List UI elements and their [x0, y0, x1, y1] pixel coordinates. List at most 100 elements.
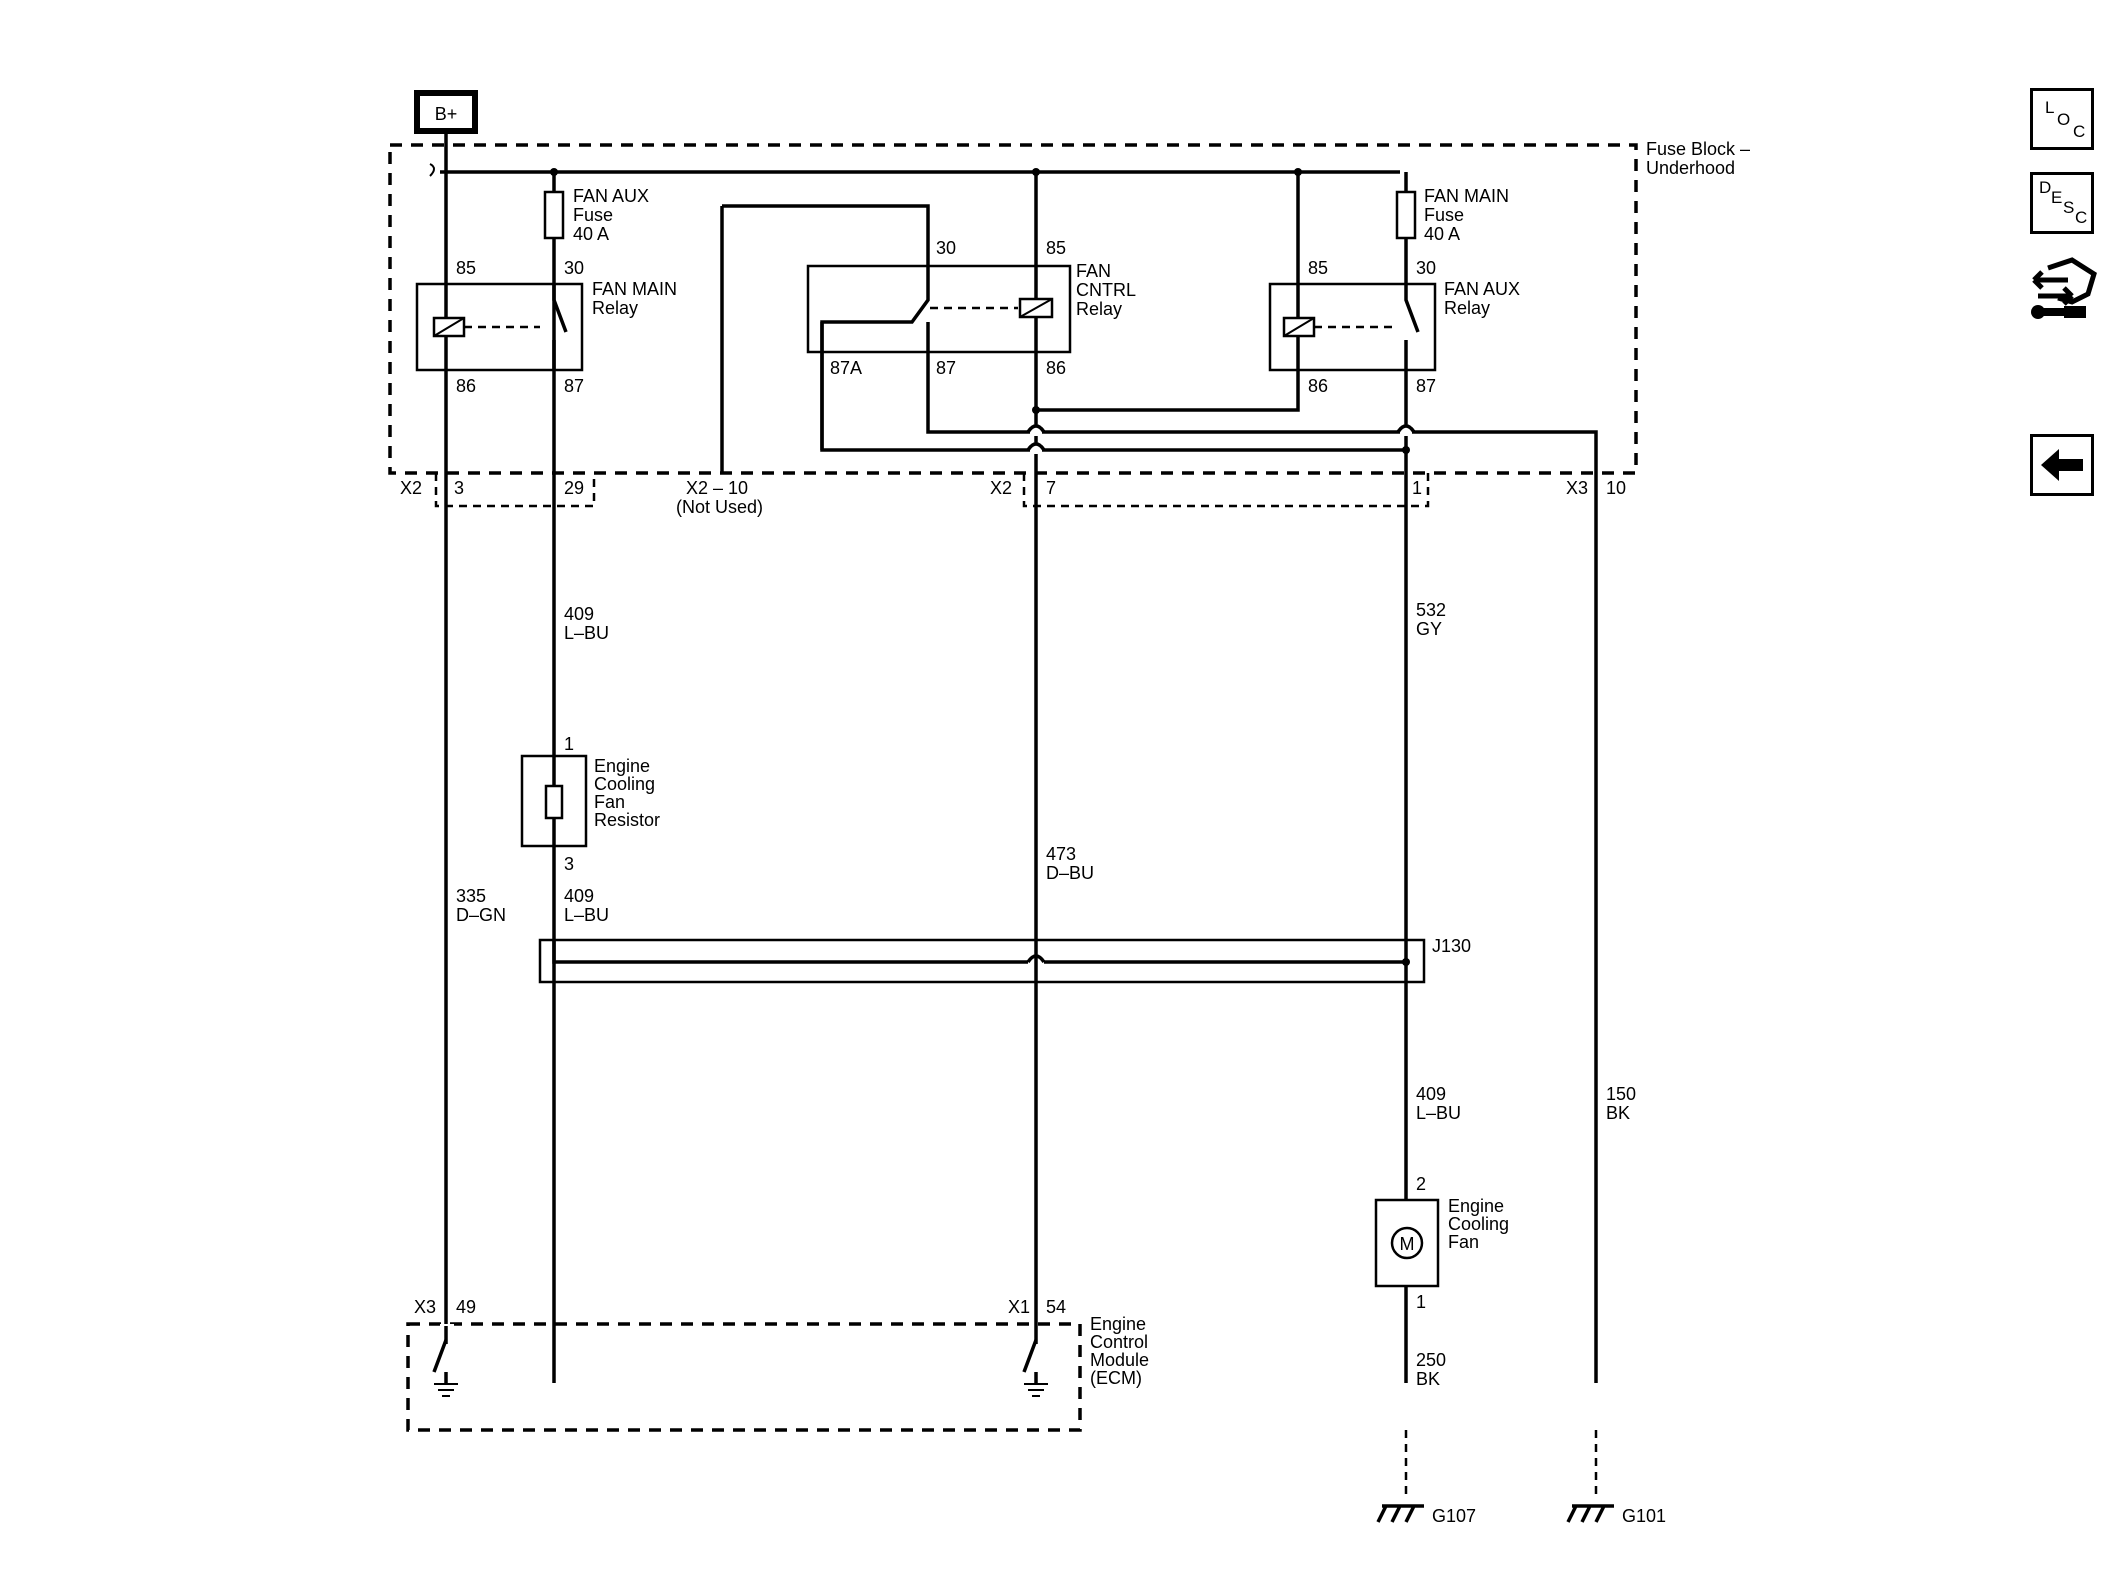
fan-main-relay-label-2: Relay — [592, 298, 638, 318]
ecm-label-2: Control — [1090, 1332, 1148, 1352]
ecm-label-3: Module — [1090, 1350, 1149, 1370]
wire-409-color: L–BU — [564, 623, 609, 643]
fan-cntrl-relay-pin87a: 87A — [830, 358, 862, 378]
ecm-label-4: (ECM) — [1090, 1368, 1142, 1388]
fan-aux-relay-pin87: 87 — [1416, 376, 1436, 396]
wire-409b-color: L–BU — [564, 905, 609, 925]
desc-letter-s: S — [2063, 198, 2075, 217]
fan-aux-relay — [1268, 282, 1437, 372]
fan-cntrl-relay-label: FAN — [1076, 261, 1111, 281]
fuse-block-outline — [388, 143, 1638, 475]
fan-aux-relay-pin85: 85 — [1308, 258, 1328, 278]
wire-532-color: GY — [1416, 619, 1442, 639]
resistor-label-3: Fan — [594, 792, 625, 812]
fan-motor-label: Engine — [1448, 1196, 1504, 1216]
desc-letter-e: E — [2051, 188, 2063, 207]
connector-x2-pin7: 7 — [1046, 478, 1056, 498]
arrow-left-icon — [2041, 449, 2083, 481]
connector-not-used: (Not Used) — [676, 497, 763, 517]
connector-x2-pin29: 29 — [564, 478, 584, 498]
connector-x2-pin3: 3 — [454, 478, 464, 498]
ecm-label: Engine — [1090, 1314, 1146, 1334]
chassis-ground-g101: G101 — [1566, 1504, 1666, 1526]
fan-cntrl-relay-pin30: 30 — [936, 238, 956, 258]
loc-letter-c: C — [2073, 122, 2086, 141]
wire-409c-number: 409 — [1416, 1084, 1446, 1104]
fan-motor-label-2: Cooling — [1448, 1214, 1509, 1234]
loc-letter-l: L — [2045, 98, 2055, 117]
fan-aux-fuse-label: FAN AUX — [573, 186, 649, 206]
fan-cntrl-relay-label-3: Relay — [1076, 299, 1122, 319]
wire-250-number: 250 — [1416, 1350, 1446, 1370]
fan-aux-fuse — [543, 190, 565, 240]
fan-cntrl-relay-pin87: 87 — [936, 358, 956, 378]
wire-409c-color: L–BU — [1416, 1103, 1461, 1123]
splice-label: J130 — [1432, 936, 1471, 956]
fan-cntrl-relay — [806, 264, 1072, 354]
loc-letter-o: O — [2057, 110, 2071, 129]
connector-x2-left: X2 — [400, 478, 422, 498]
ecm-connector-x1: X1 — [1008, 1297, 1030, 1317]
battery-label: B+ — [435, 104, 458, 124]
cooling-fan-resistor — [520, 754, 588, 848]
ecm-pin49: 49 — [456, 1297, 476, 1317]
connector-x3-right: X3 — [1566, 478, 1588, 498]
wire-150-number: 150 — [1606, 1084, 1636, 1104]
fan-main-fuse-rating: 40 A — [1424, 224, 1460, 244]
fuse-block-label-2: Underhood — [1646, 158, 1735, 178]
resistor-label: Engine — [594, 756, 650, 776]
fan-aux-fuse-label-2: Fuse — [573, 205, 613, 225]
wire-409-number: 409 — [564, 604, 594, 624]
fan-main-fuse — [1395, 190, 1417, 240]
fan-aux-fuse-rating: 40 A — [573, 224, 609, 244]
fuse-block-label: Fuse Block – — [1646, 139, 1750, 159]
ecm-switch-54 — [1022, 1339, 1048, 1397]
connector-x3-pin10: 10 — [1606, 478, 1626, 498]
ecm-connector-x3: X3 — [414, 1297, 436, 1317]
fan-aux-relay-pin30: 30 — [1416, 258, 1436, 278]
battery-positive-terminal: B+ — [414, 90, 478, 134]
ecm-switch-49 — [432, 1339, 458, 1397]
resistor-pin1: 1 — [564, 734, 574, 754]
location-button[interactable]: L O C — [2030, 88, 2094, 150]
ground-g101-label: G101 — [1622, 1506, 1666, 1526]
resistor-label-2: Cooling — [594, 774, 655, 794]
back-button[interactable] — [2030, 434, 2094, 496]
chassis-ground-g107: G107 — [1376, 1504, 1476, 1526]
fan-cntrl-relay-pin85: 85 — [1046, 238, 1066, 258]
wire-532-number: 532 — [1416, 600, 1446, 620]
connector-tool-button[interactable] — [2028, 250, 2100, 332]
fan-main-relay-pin85: 85 — [456, 258, 476, 278]
wire-409b-number: 409 — [564, 886, 594, 906]
wire-335-color: D–GN — [456, 905, 506, 925]
resistor-pin3: 3 — [564, 854, 574, 874]
fan-cntrl-relay-pin86: 86 — [1046, 358, 1066, 378]
desc-letter-c: C — [2075, 208, 2088, 227]
desc-letter-d: D — [2039, 178, 2052, 197]
ecm-pin54: 54 — [1046, 1297, 1066, 1317]
wire-335-number: 335 — [456, 886, 486, 906]
fan-main-relay-label: FAN MAIN — [592, 279, 677, 299]
connector-x2-pin1: 1 — [1412, 478, 1422, 498]
splice-j130 — [538, 938, 1426, 984]
fan-main-fuse-label-2: Fuse — [1424, 205, 1464, 225]
resistor-label-4: Resistor — [594, 810, 660, 830]
fan-motor-label-3: Fan — [1448, 1232, 1479, 1252]
fan-main-relay-pin30: 30 — [564, 258, 584, 278]
wire-473-number: 473 — [1046, 844, 1076, 864]
fan-main-relay-pin86: 86 — [456, 376, 476, 396]
wire-473-color: D–BU — [1046, 863, 1094, 883]
fan-main-fuse-label: FAN MAIN — [1424, 186, 1509, 206]
ground-g107-label: G107 — [1432, 1506, 1476, 1526]
fan-aux-relay-pin86: 86 — [1308, 376, 1328, 396]
connector-tool-icon — [2031, 257, 2097, 319]
description-button[interactable]: D E S C — [2030, 172, 2094, 234]
fan-cntrl-relay-label-2: CNTRL — [1076, 280, 1136, 300]
fan-main-relay-pin87: 87 — [564, 376, 584, 396]
motor-symbol: M — [1400, 1234, 1415, 1254]
fan-aux-relay-label: FAN AUX — [1444, 279, 1520, 299]
wire-250-color: BK — [1416, 1369, 1440, 1389]
connector-x2-10: X2 – 10 — [686, 478, 748, 498]
connector-x2-mid: X2 — [990, 478, 1012, 498]
